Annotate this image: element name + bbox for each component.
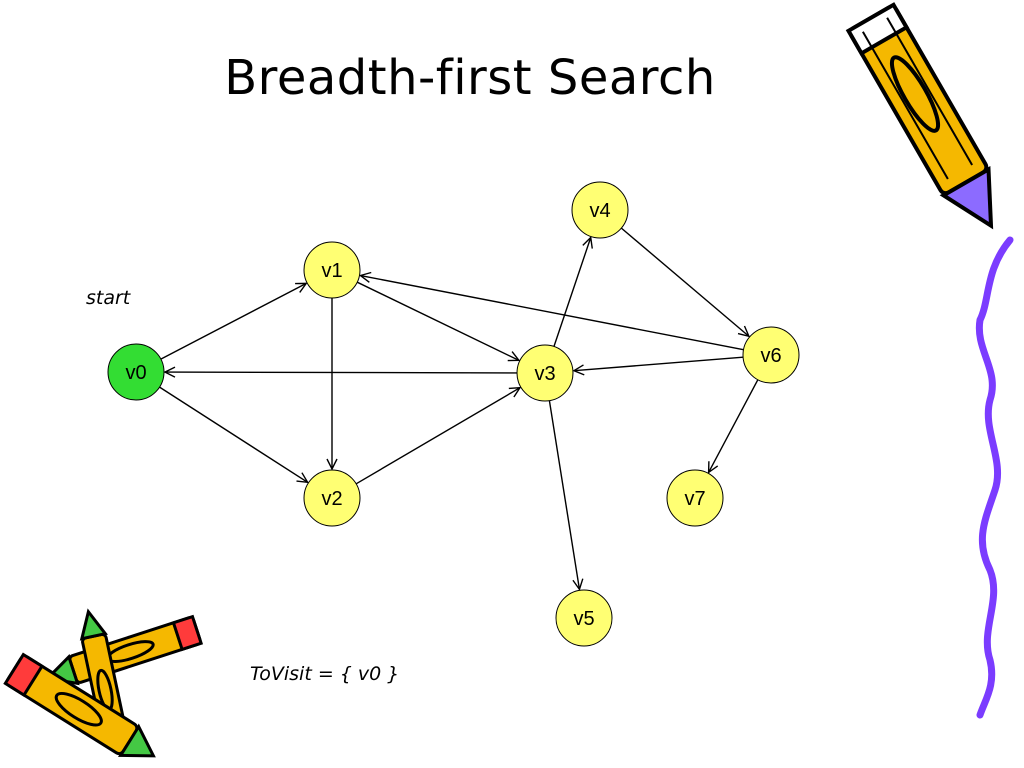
edge-v3-v0 <box>165 372 518 373</box>
edge-v2-v3 <box>355 388 520 485</box>
to-visit-label: ToVisit = { v0 } <box>250 663 400 685</box>
edge-v0-v2 <box>159 386 308 482</box>
node-circle <box>303 469 361 527</box>
edge-v1-v3 <box>356 281 519 360</box>
edge-v6-v3 <box>574 356 744 370</box>
node-label: v1 <box>321 260 342 282</box>
edges-layer <box>159 227 759 590</box>
edge-v4-v6 <box>620 227 749 336</box>
start-label: start <box>86 287 131 309</box>
node-label: v3 <box>534 363 555 385</box>
node-v3: v3 <box>516 344 574 402</box>
slide-title: Breadth-first Search <box>224 50 716 106</box>
node-circle <box>516 344 574 402</box>
node-label: v4 <box>589 200 610 222</box>
node-v6: v6 <box>742 326 800 384</box>
edge-v3-v4 <box>553 237 591 347</box>
edge-v3-v5 <box>548 400 579 590</box>
node-v1: v1 <box>303 241 361 299</box>
node-label: v7 <box>684 488 705 510</box>
edge-v6-v7 <box>709 379 759 473</box>
node-label: v0 <box>125 362 146 384</box>
nodes-layer: v0 v1 v2 v3 v4 v5 v6 v7 <box>107 181 800 647</box>
node-circle <box>303 241 361 299</box>
node-v5: v5 <box>555 589 613 647</box>
node-circle <box>107 343 165 401</box>
node-v7: v7 <box>666 469 724 527</box>
node-circle <box>571 181 629 239</box>
node-label: v2 <box>321 488 342 510</box>
node-label: v6 <box>760 345 781 367</box>
node-v2: v2 <box>303 469 361 527</box>
node-v4: v4 <box>571 181 629 239</box>
node-circle <box>555 589 613 647</box>
node-label: v5 <box>573 608 594 630</box>
node-circle <box>742 326 800 384</box>
node-circle <box>666 469 724 527</box>
node-v0: v0 <box>107 343 165 401</box>
edge-v6-v1 <box>360 276 744 351</box>
edge-v0-v1 <box>160 283 306 360</box>
